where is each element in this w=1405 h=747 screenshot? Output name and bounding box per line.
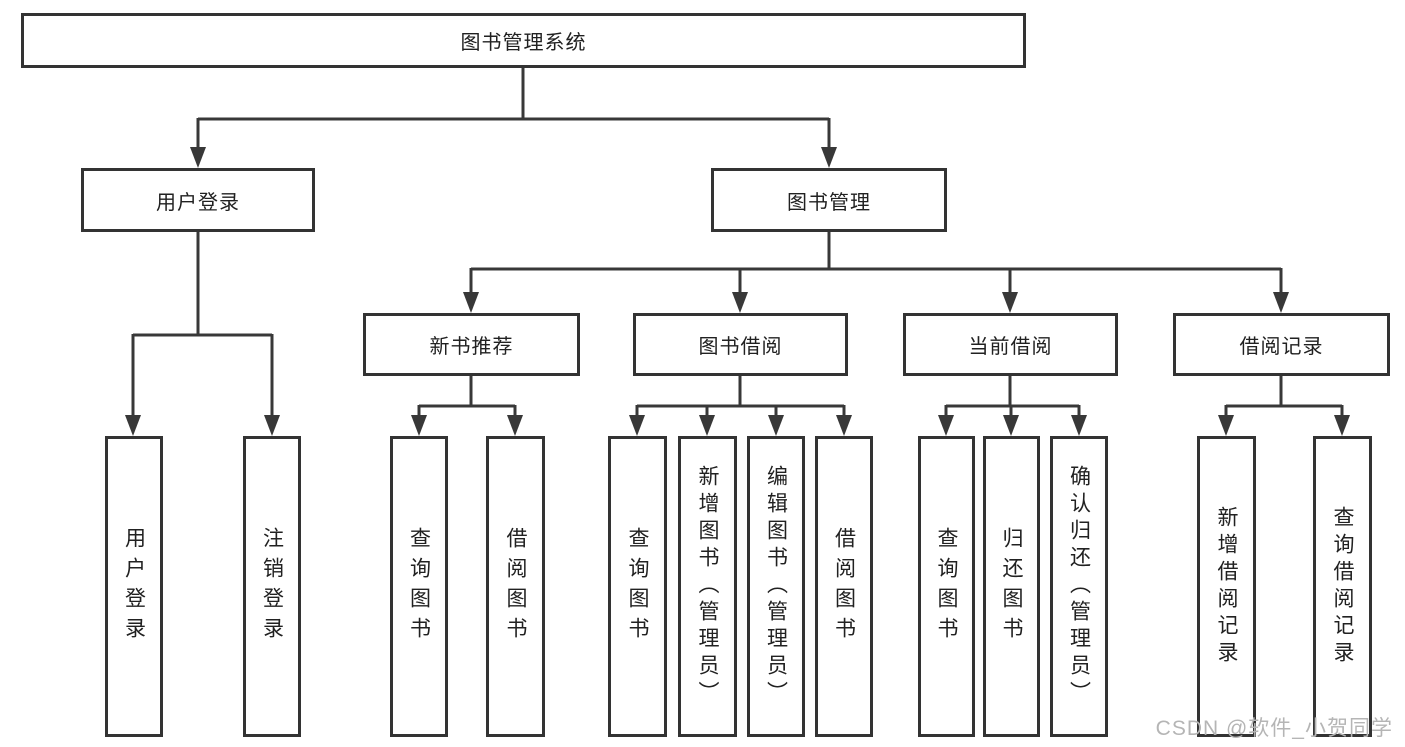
leaf-current-query: 查询图书 <box>918 436 975 737</box>
arrowheads-level1 <box>190 147 837 168</box>
connector-new-book <box>417 376 517 418</box>
leaf-borrow-edit-admin: 编辑图书（管理员） <box>747 436 805 737</box>
leaf-record-add: 新增借阅记录 <box>1197 436 1256 737</box>
leaf-borrow-add-admin: 新增图书（管理员） <box>678 436 737 737</box>
leaf-current-return: 归还图书 <box>983 436 1040 737</box>
arrowheads-leaves <box>125 415 1350 436</box>
node-book-management: 图书管理 <box>711 168 947 232</box>
leaf-logout: 注销登录 <box>243 436 301 737</box>
connector-level1 <box>196 68 831 150</box>
csdn-watermark: CSDN @软件_小贺同学 <box>1155 717 1393 740</box>
leaf-newbook-borrow: 借阅图书 <box>486 436 545 737</box>
leaf-borrow-book: 借阅图书 <box>815 436 873 737</box>
arrowheads-level2 <box>463 292 1289 313</box>
node-current-borrow: 当前借阅 <box>903 313 1118 376</box>
node-user-login: 用户登录 <box>81 168 315 232</box>
node-borrow-record: 借阅记录 <box>1173 313 1390 376</box>
leaf-newbook-query: 查询图书 <box>390 436 448 737</box>
connector-user-login <box>131 232 274 418</box>
node-root: 图书管理系统 <box>21 13 1026 68</box>
connector-book-mgmt <box>469 232 1283 295</box>
node-new-book-recommend: 新书推荐 <box>363 313 580 376</box>
connector-borrow-record <box>1224 376 1344 418</box>
leaf-user-login: 用户登录 <box>105 436 163 737</box>
connector-book-borrow <box>635 376 846 418</box>
leaf-record-query: 查询借阅记录 <box>1313 436 1372 737</box>
node-book-borrow: 图书借阅 <box>633 313 848 376</box>
leaf-current-confirm-admin: 确认归还（管理员） <box>1050 436 1108 737</box>
leaf-borrow-query: 查询图书 <box>608 436 667 737</box>
connector-current-borrow <box>944 376 1081 418</box>
